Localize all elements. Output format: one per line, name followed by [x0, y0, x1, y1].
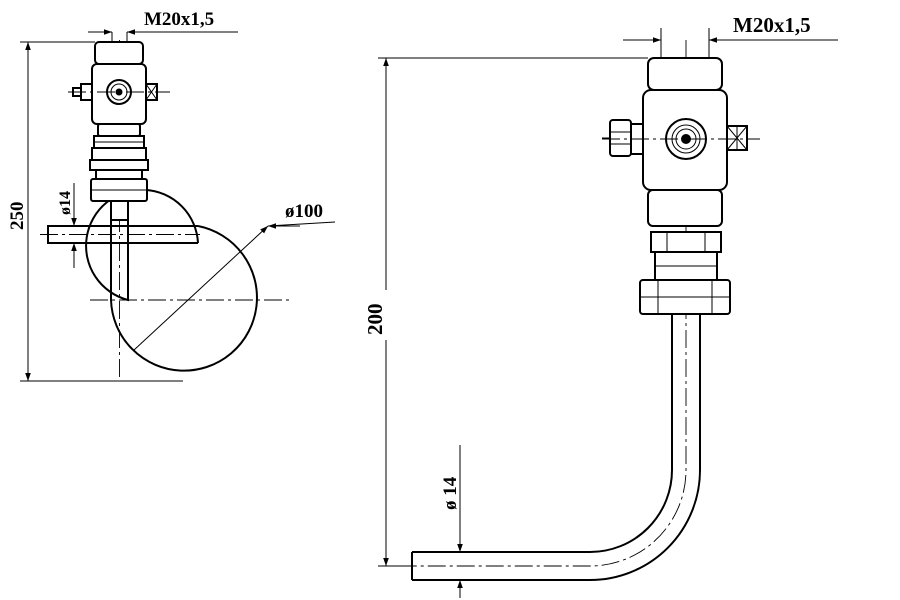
right-thread-dimension: M20x1,5 [623, 13, 838, 58]
left-height-dimension: 250 [7, 41, 183, 382]
right-valve-cap [647, 57, 723, 91]
right-valve [602, 57, 760, 315]
right-tube-dimension: ø 14 [440, 445, 463, 598]
left-thread-label: M20x1,5 [144, 9, 214, 30]
right-height-label: 200 [363, 304, 387, 336]
right-tube-dia-label: ø 14 [440, 476, 461, 510]
left-valve-cap [94, 41, 144, 65]
left-view: M20x1,5 250 ø14 ø100 [7, 9, 336, 382]
right-thread-label: M20x1,5 [733, 13, 811, 37]
right-view: M20x1,5 200 ø 14 [363, 13, 838, 598]
left-loop-dimension: ø100 [133, 201, 336, 351]
left-height-label: 250 [7, 202, 28, 231]
left-thread-dimension: M20x1,5 [88, 9, 238, 42]
left-tube-dimension: ø14 [57, 183, 77, 268]
right-height-dimension: 200 [363, 57, 648, 567]
right-fitting-hex [650, 231, 722, 253]
left-tube-dia-label: ø14 [57, 191, 74, 215]
left-loop-dia-label: ø100 [285, 201, 323, 222]
left-valve [68, 41, 170, 221]
